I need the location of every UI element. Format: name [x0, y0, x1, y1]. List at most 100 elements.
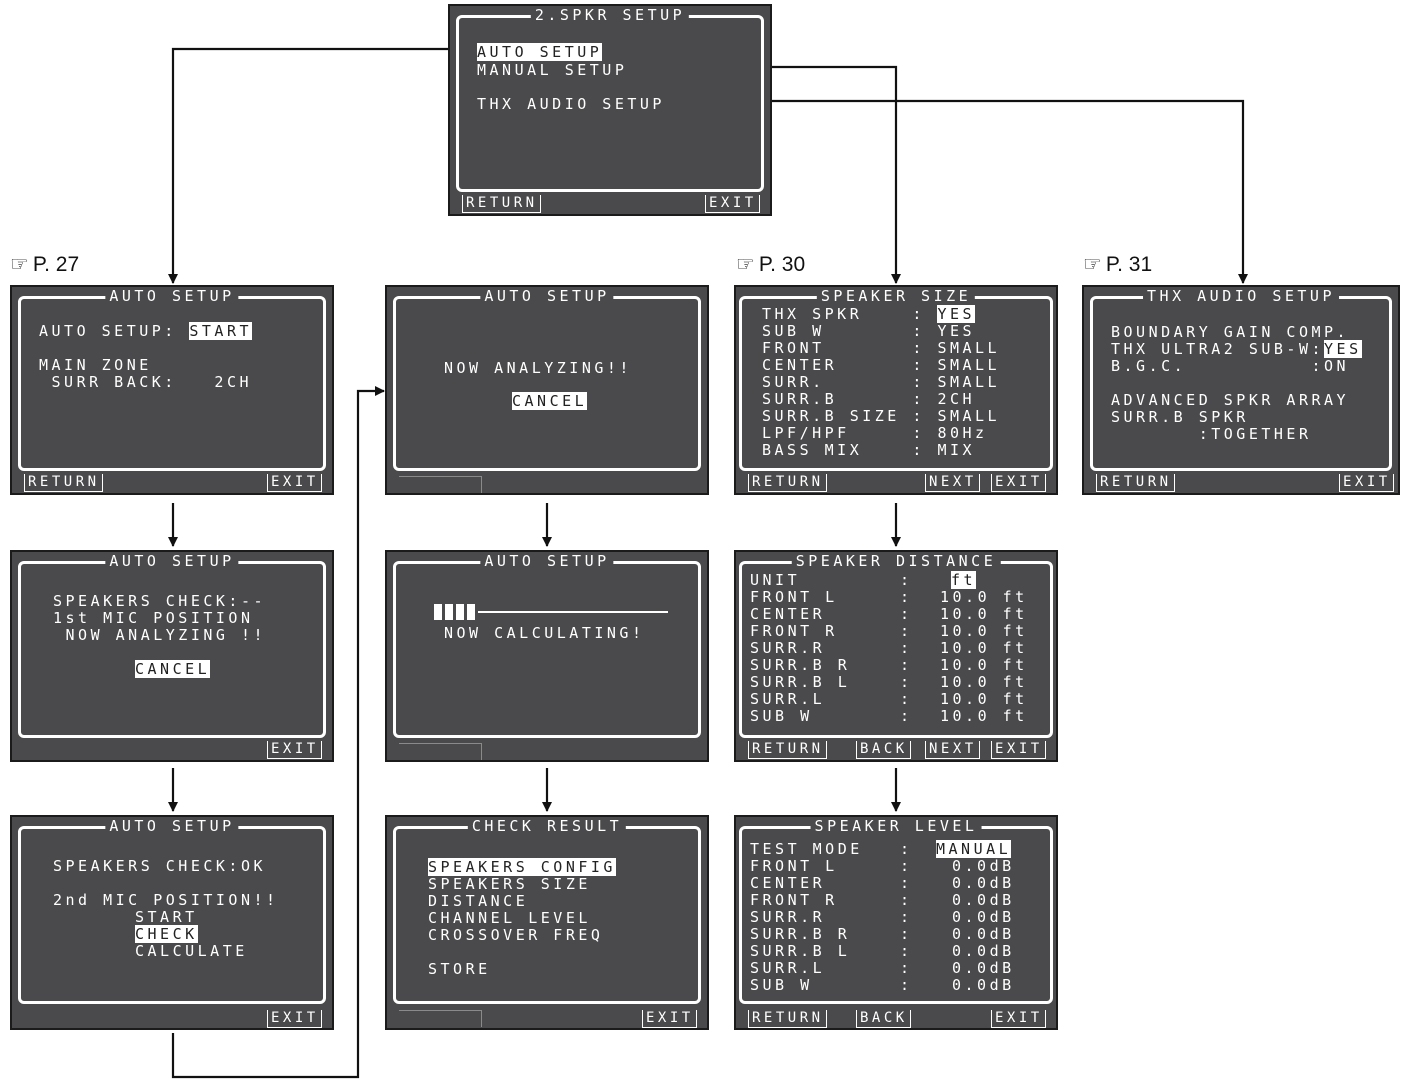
exit-button[interactable]: EXIT — [991, 741, 1046, 759]
thx-ultra2-subw-value[interactable]: YES — [1324, 340, 1362, 358]
start-option[interactable]: START — [189, 322, 253, 340]
distance-value[interactable]: 10.0 ft — [940, 707, 1028, 725]
next-button[interactable]: NEXT — [925, 474, 980, 492]
back-button[interactable]: BACK — [856, 741, 911, 759]
level-value[interactable]: 0.0dB — [952, 874, 1015, 892]
menu-item-manual-setup[interactable]: MANUAL SETUP — [477, 61, 628, 79]
size-row[interactable]: SURR.B SIZE : SMALL — [762, 407, 1001, 425]
cancel-button[interactable]: CANCEL — [512, 392, 588, 410]
next-button[interactable]: NEXT — [925, 741, 980, 759]
exit-button[interactable]: EXIT — [991, 474, 1046, 492]
start-option[interactable]: START — [135, 908, 198, 926]
distance-label: SURR.R — [750, 639, 826, 657]
menu-item-auto-setup[interactable]: AUTO SETUP — [477, 43, 603, 61]
size-row[interactable]: LPF/HPF : 80Hz — [762, 424, 988, 442]
result-item-crossover-freq[interactable]: CROSSOVER FREQ — [428, 926, 604, 944]
result-item-speakers-size[interactable]: SPEAKERS SIZE — [428, 875, 591, 893]
level-label: FRONT R — [750, 891, 838, 909]
result-item-channel-level[interactable]: CHANNEL LEVEL — [428, 909, 591, 927]
result-item-speakers-config[interactable]: SPEAKERS CONFIG — [428, 858, 616, 876]
distance-value[interactable]: 10.0 ft — [940, 605, 1028, 623]
store-option[interactable]: STORE — [428, 960, 491, 978]
distance-value[interactable]: 10.0 ft — [940, 656, 1028, 674]
level-value[interactable]: 0.0dB — [952, 908, 1015, 926]
return-button[interactable]: RETURN — [462, 195, 541, 213]
calculate-option[interactable]: CALCULATE — [135, 942, 248, 960]
screen-title: AUTO SETUP — [480, 287, 614, 305]
analyzing-text: NOW ANALYZING !! — [53, 626, 267, 644]
return-button[interactable]: RETURN — [748, 474, 827, 492]
back-button[interactable]: BACK — [856, 1010, 911, 1028]
screen-auto-setup-mic2: AUTO SETUP SPEAKERS CHECK:OK 2nd MIC POS… — [10, 815, 334, 1030]
auto-setup-label: AUTO SETUP: — [39, 322, 190, 340]
level-value[interactable]: 0.0dB — [952, 959, 1015, 977]
pointing-hand-icon: ☞ — [1083, 252, 1102, 276]
screen-spkr-setup: 2.SPKR SETUP AUTO SETUP MANUAL SETUP THX… — [448, 4, 772, 216]
distance-value[interactable]: 10.0 ft — [940, 690, 1028, 708]
check-option[interactable]: CHECK — [135, 925, 198, 943]
exit-button[interactable]: EXIT — [1339, 474, 1394, 492]
surr-back-setting[interactable]: SURR BACK: 2CH — [39, 373, 253, 391]
exit-button[interactable]: EXIT — [642, 1010, 697, 1028]
main-zone-label: MAIN ZONE — [39, 356, 152, 374]
level-value[interactable]: 0.0dB — [952, 942, 1015, 960]
distance-label: FRONT L — [750, 588, 838, 606]
return-button[interactable]: RETURN — [1096, 474, 1175, 492]
screen-title: AUTO SETUP — [105, 817, 239, 835]
return-button[interactable]: RETURN — [748, 1010, 827, 1028]
surr-b-spkr-value[interactable]: :TOGETHER — [1111, 425, 1312, 443]
connector-auto-setup — [168, 47, 450, 284]
return-button[interactable]: RETURN — [24, 474, 103, 492]
exit-button[interactable]: EXIT — [267, 1010, 322, 1028]
progress-block — [445, 604, 453, 620]
level-value[interactable]: 0.0dB — [952, 857, 1015, 875]
bgc-setting[interactable]: B.G.C. :ON — [1111, 357, 1350, 375]
unit-value[interactable]: ft — [951, 571, 977, 589]
exit-button[interactable]: EXIT — [267, 741, 322, 759]
result-item-distance[interactable]: DISTANCE — [428, 892, 529, 910]
progress-bar — [434, 604, 668, 620]
exit-button[interactable]: EXIT — [991, 1010, 1046, 1028]
size-row[interactable]: SUB W : YES — [762, 322, 976, 340]
size-row[interactable]: SURR. : SMALL — [762, 373, 1001, 391]
unit-label: UNIT — [750, 571, 801, 589]
screen-thx-audio-setup: THX AUDIO SETUP BOUNDARY GAIN COMP. THX … — [1082, 285, 1400, 495]
progress-block — [467, 604, 475, 620]
size-row[interactable]: THX SPKR : YES — [762, 305, 976, 323]
distance-label: FRONT R — [750, 622, 838, 640]
screen-title: CHECK RESULT — [467, 817, 627, 835]
level-value[interactable]: 0.0dB — [952, 976, 1015, 994]
pointing-hand-icon: ☞ — [10, 252, 29, 276]
exit-button[interactable]: EXIT — [267, 474, 322, 492]
screen-title: AUTO SETUP — [480, 552, 614, 570]
exit-button[interactable]: EXIT — [705, 195, 760, 213]
distance-value[interactable]: 10.0 ft — [940, 588, 1028, 606]
calculating-message: NOW CALCULATING! — [444, 624, 645, 642]
level-value[interactable]: 0.0dB — [952, 925, 1015, 943]
distance-label: CENTER — [750, 605, 826, 623]
distance-value[interactable]: 10.0 ft — [940, 639, 1028, 657]
level-label: FRONT L — [750, 857, 838, 875]
distance-value[interactable]: 10.0 ft — [940, 622, 1028, 640]
level-value[interactable]: 0.0dB — [952, 891, 1015, 909]
screen-title: SPEAKER DISTANCE — [791, 552, 1001, 570]
test-mode-value[interactable]: MANUAL — [936, 840, 1012, 858]
distance-value[interactable]: 10.0 ft — [940, 673, 1028, 691]
level-label: SURR.B L — [750, 942, 851, 960]
boundary-gain-label: BOUNDARY GAIN COMP. — [1111, 323, 1350, 341]
menu-item-thx-audio-setup[interactable]: THX AUDIO SETUP — [477, 95, 665, 113]
level-label: SUB W — [750, 976, 813, 994]
connector-manual-setup — [771, 65, 901, 284]
connector-check-to-analyzing — [171, 386, 385, 1079]
pointing-hand-icon: ☞ — [736, 252, 755, 276]
size-row[interactable]: SURR.B : 2CH — [762, 390, 976, 408]
test-mode-label: TEST MODE — [750, 840, 863, 858]
cancel-button[interactable]: CANCEL — [135, 660, 211, 678]
size-row[interactable]: FRONT : SMALL — [762, 339, 1001, 357]
level-label: SURR.L — [750, 959, 826, 977]
size-row[interactable]: BASS MIX : MIX — [762, 441, 976, 459]
empty-key-slot — [399, 1010, 482, 1027]
return-button[interactable]: RETURN — [748, 741, 827, 759]
size-row[interactable]: CENTER : SMALL — [762, 356, 1001, 374]
